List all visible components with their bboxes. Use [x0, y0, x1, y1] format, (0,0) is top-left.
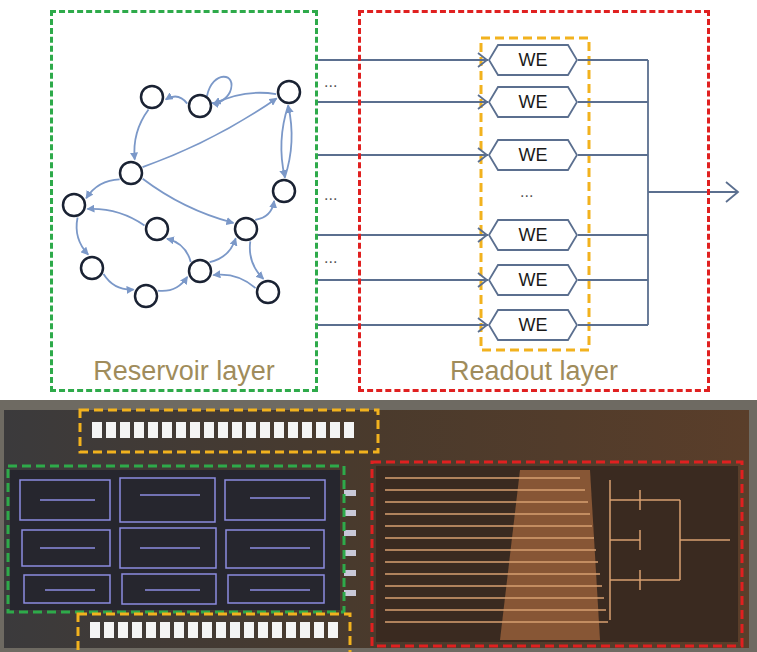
reservoir-circuit — [10, 470, 340, 610]
layer-box: Reservoir layer — [50, 10, 318, 392]
neuron-circle — [189, 260, 211, 282]
reservoir-link — [158, 277, 187, 291]
signal-arrow — [318, 95, 488, 109]
metal-band — [500, 470, 600, 640]
neuron-circle — [257, 281, 279, 303]
weight-element: WE — [488, 139, 578, 171]
reservoir-link — [134, 110, 148, 160]
element-label: WE — [519, 315, 548, 336]
weight-element: WE — [488, 309, 578, 341]
neuron-circle — [120, 162, 142, 184]
neuron-circle — [189, 95, 211, 117]
weight-element: WE — [488, 86, 578, 118]
reservoir-link — [77, 217, 89, 254]
signal-arrow — [318, 228, 488, 242]
reservoir-link — [143, 179, 234, 223]
reservoir-link — [214, 93, 276, 104]
die — [4, 410, 749, 648]
highlight-boxes — [8, 410, 742, 652]
reservoir-link — [166, 96, 187, 103]
reservoir-link — [255, 201, 274, 220]
bond-pads — [90, 422, 354, 638]
element-label: WE — [519, 145, 548, 166]
reservoir-link — [213, 275, 255, 289]
reservoir-link — [86, 179, 119, 198]
ellipsis-mark: ... — [518, 184, 535, 200]
weight-group-box — [481, 38, 589, 350]
reservoir-link — [167, 239, 191, 262]
signal-arrow — [318, 148, 488, 162]
ellipsis-mark: ... — [322, 187, 339, 203]
element-label: WE — [519, 225, 548, 246]
port-stubs — [344, 490, 356, 596]
reservoir-link — [281, 105, 288, 177]
neuron-circle — [278, 81, 300, 103]
output-bus — [578, 60, 738, 325]
neuron-circle — [81, 257, 103, 279]
self-loop — [207, 77, 232, 103]
neuron-circle — [146, 218, 168, 240]
neuron-circle — [273, 180, 295, 202]
neuron-circle — [135, 285, 157, 307]
readout-circuit — [376, 466, 738, 642]
signal-arrow — [318, 273, 488, 287]
weight-element: WE — [488, 219, 578, 251]
layer-box: Readout layer WE WE WE WE WE WE — [358, 10, 710, 392]
layer-title: Reservoir layer — [53, 356, 315, 387]
weight-element: WE — [488, 264, 578, 296]
reservoir-link — [250, 241, 264, 279]
reservoir-link — [87, 209, 144, 226]
ellipsis-mark: ... — [322, 250, 339, 266]
signal-arrow — [318, 53, 488, 67]
neuron-circle — [63, 194, 85, 216]
reservoir-link — [210, 238, 236, 262]
readout-lines — [385, 478, 730, 622]
weight-element: WE — [488, 44, 578, 76]
neuron-circle — [235, 218, 257, 240]
wiring — [20, 478, 325, 604]
neuron-circle — [141, 86, 163, 108]
element-label: WE — [519, 270, 548, 291]
reservoir-link — [104, 274, 134, 290]
element-label: WE — [519, 92, 548, 113]
signal-arrow — [318, 318, 488, 332]
layer-title: Readout layer — [361, 356, 707, 387]
element-label: WE — [519, 50, 548, 71]
ellipsis-mark: ... — [322, 74, 339, 90]
